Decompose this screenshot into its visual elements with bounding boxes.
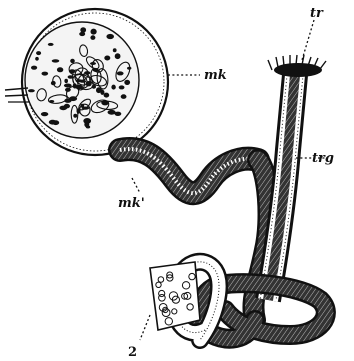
nucleus	[28, 89, 35, 92]
nucleus	[86, 81, 92, 86]
leader-2	[140, 315, 150, 340]
nucleus	[90, 35, 95, 40]
nucleus	[64, 104, 70, 109]
nucleus	[91, 29, 97, 35]
nucleus	[73, 114, 77, 118]
nucleus	[92, 85, 96, 89]
nucleus	[65, 88, 71, 92]
nucleus	[77, 108, 81, 114]
nucleus	[52, 59, 60, 62]
nucleus	[57, 67, 63, 72]
nucleus	[106, 34, 114, 39]
nucleus	[121, 94, 127, 99]
tubule-cut-end	[268, 55, 326, 77]
nucleus	[70, 59, 75, 63]
glomerulus	[25, 22, 139, 138]
nucleus	[69, 69, 76, 73]
nucleus	[73, 83, 77, 88]
label-tr: tr	[310, 6, 324, 21]
nucleus	[117, 71, 124, 75]
nucleus	[64, 79, 68, 83]
leader-tr	[302, 20, 314, 60]
nucleus	[119, 85, 125, 89]
nucleus	[127, 67, 131, 70]
leader-mk-prime	[132, 178, 140, 193]
nucleus	[115, 53, 121, 59]
nucleus	[101, 100, 109, 105]
nucleus	[80, 27, 86, 33]
label-trg: trg	[312, 151, 334, 166]
label-2: 2	[128, 345, 137, 360]
nucleus	[35, 57, 39, 61]
nucleus	[42, 72, 49, 76]
nucleus	[124, 80, 130, 85]
nucleus	[96, 87, 101, 93]
nucleus	[41, 112, 48, 116]
nucleus	[111, 85, 115, 90]
nucleus	[49, 100, 54, 103]
nucleus	[113, 48, 117, 52]
nucleus	[80, 104, 84, 108]
label-mk: mk	[204, 68, 227, 83]
nucleus	[108, 110, 116, 115]
nucleus	[51, 81, 56, 85]
nucleus	[104, 56, 110, 61]
nucleus	[93, 68, 99, 72]
nucleus	[104, 93, 110, 98]
nucleus	[68, 75, 74, 78]
nucleus	[49, 120, 57, 125]
nucleus	[48, 43, 54, 46]
nucleus	[36, 51, 41, 55]
proximal-tubule	[120, 149, 258, 193]
nucleus	[84, 71, 90, 75]
nucleus	[90, 62, 96, 65]
nucleus	[69, 96, 77, 101]
nucleus	[83, 118, 91, 124]
tubule-section-2	[150, 262, 200, 330]
label-mk-prime: mk'	[118, 196, 145, 211]
nucleus	[64, 84, 72, 88]
nucleus	[76, 79, 83, 82]
nucleus	[31, 66, 37, 70]
